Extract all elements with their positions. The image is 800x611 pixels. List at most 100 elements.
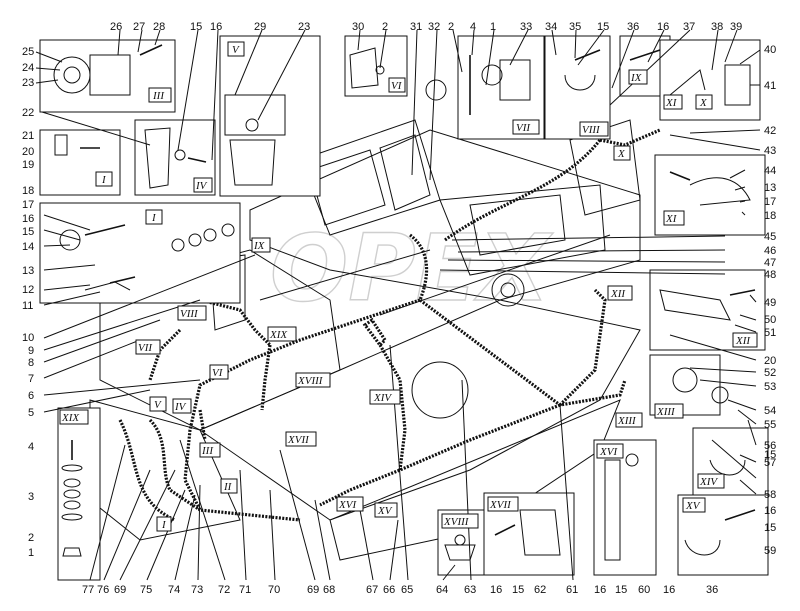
roman-label: XV <box>685 500 701 512</box>
part-label: 17 <box>764 196 776 208</box>
part-label: 15 <box>597 21 609 33</box>
part-label: 74 <box>168 584 180 596</box>
roman-label: XI <box>665 97 678 109</box>
roman-label: XIII <box>656 406 676 418</box>
part-label: 2 <box>382 21 388 33</box>
part-label: 6 <box>28 390 34 402</box>
part-label: 10 <box>22 332 34 344</box>
part-label: 46 <box>764 245 776 257</box>
part-label: 56 <box>764 440 776 452</box>
part-label: 13 <box>764 182 776 194</box>
roman-label: X <box>617 148 626 160</box>
part-label: 48 <box>764 269 776 281</box>
roman-label: III <box>201 445 214 457</box>
part-label: 12 <box>22 284 34 296</box>
roman-label: VI <box>212 367 224 379</box>
roman-label: XVI <box>338 499 357 511</box>
part-label: 60 <box>638 584 650 596</box>
roman-label: VII <box>516 122 531 134</box>
part-label: 37 <box>683 21 695 33</box>
part-label: 5 <box>28 407 34 419</box>
part-label: 15 <box>764 449 776 461</box>
part-label: 38 <box>711 21 723 33</box>
inset-III <box>39 39 176 113</box>
part-label: 16 <box>22 213 34 225</box>
part-label: 52 <box>764 367 776 379</box>
part-label: 51 <box>764 327 776 339</box>
part-label: 41 <box>764 80 776 92</box>
part-label: 15 <box>22 226 34 238</box>
part-label: 22 <box>22 107 34 119</box>
part-label: 17 <box>22 199 34 211</box>
roman-label: VIII <box>582 124 601 136</box>
roman-label: XIV <box>699 476 718 488</box>
part-label: 58 <box>764 489 776 501</box>
part-label: 24 <box>22 62 34 74</box>
part-label: 68 <box>323 584 335 596</box>
part-label: 71 <box>239 584 251 596</box>
part-label: 44 <box>764 165 776 177</box>
roman-label: III <box>152 90 165 102</box>
part-label: 66 <box>383 584 395 596</box>
roman-label: XVIII <box>297 375 324 387</box>
part-label: 49 <box>764 297 776 309</box>
part-label: 9 <box>28 345 34 357</box>
part-label: 33 <box>520 21 532 33</box>
part-label: 23 <box>22 77 34 89</box>
part-label: 76 <box>97 584 109 596</box>
part-label: 42 <box>764 125 776 137</box>
part-label: 34 <box>545 21 557 33</box>
part-label: 13 <box>22 265 34 277</box>
roman-label: XVII <box>489 499 512 511</box>
part-label: 27 <box>133 21 145 33</box>
part-label: 47 <box>764 257 776 269</box>
wiring-harness <box>118 109 661 522</box>
machine-body <box>89 79 641 561</box>
inset-XVI <box>593 439 657 576</box>
part-label: 54 <box>764 405 776 417</box>
part-label: 32 <box>428 21 440 33</box>
part-label: 18 <box>22 185 34 197</box>
roman-label: IX <box>630 72 643 84</box>
roman-label: XVI <box>599 446 618 458</box>
roman-label: V <box>232 44 240 56</box>
part-label: 15 <box>190 21 202 33</box>
roman-label: IX <box>253 240 266 252</box>
part-label: 43 <box>764 145 776 157</box>
part-label: 18 <box>764 210 776 222</box>
roman-label: IV <box>195 180 208 192</box>
part-label: 55 <box>764 419 776 431</box>
part-label: 16 <box>764 505 776 517</box>
roman-label: XI <box>665 213 678 225</box>
part-label: 50 <box>764 314 776 326</box>
part-label: 69 <box>114 584 126 596</box>
roman-label: XV <box>377 505 393 517</box>
part-label: 29 <box>254 21 266 33</box>
roman-label: I <box>151 212 157 224</box>
part-label: 7 <box>28 373 34 385</box>
part-label: 67 <box>366 584 378 596</box>
part-label: 77 <box>82 584 94 596</box>
part-label: 59 <box>764 545 776 557</box>
part-label: 20 <box>764 355 776 367</box>
roman-label: V <box>154 399 162 411</box>
part-label: 16 <box>490 584 502 596</box>
part-label: 75 <box>140 584 152 596</box>
part-label: 70 <box>268 584 280 596</box>
part-label: 63 <box>464 584 476 596</box>
part-label: 20 <box>22 146 34 158</box>
part-label: 25 <box>22 46 34 58</box>
inset-I-main <box>39 202 241 304</box>
part-label: 16 <box>663 584 675 596</box>
part-label: 31 <box>410 21 422 33</box>
part-label: 8 <box>28 357 34 369</box>
leader-lines <box>35 29 761 581</box>
part-label: 1 <box>28 547 34 559</box>
roman-label: I <box>101 174 107 186</box>
part-label: 2 <box>28 532 34 544</box>
part-label: 45 <box>764 231 776 243</box>
roman-label: XIX <box>61 412 80 424</box>
part-label: 72 <box>218 584 230 596</box>
